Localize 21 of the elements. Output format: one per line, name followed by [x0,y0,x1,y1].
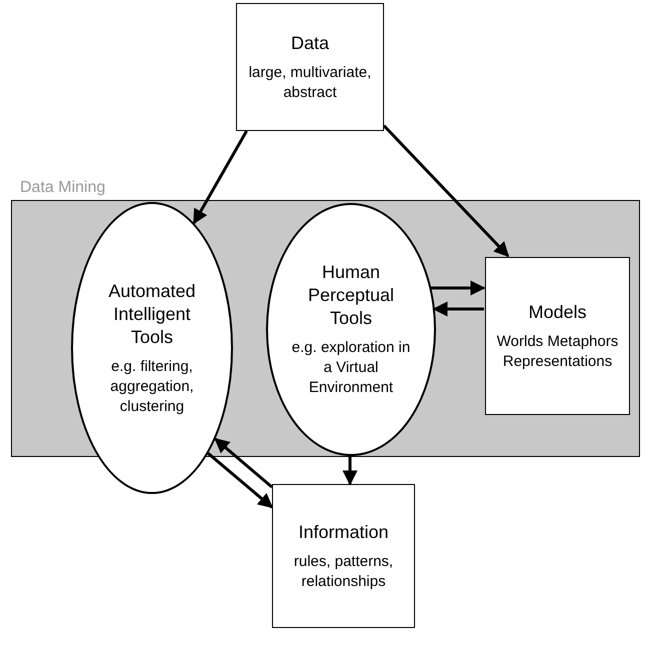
process-box [485,257,630,415]
process-box [236,3,384,131]
arrow [342,455,358,486]
node-title: Human Perceptual Tools [306,261,396,330]
node-title: Information [298,520,389,544]
arrow [382,124,510,258]
node-description: large, multivariate, abstract [248,62,372,102]
node-title: Automated Intelligent Tools [107,280,197,348]
node-title: Models [528,300,587,324]
node-description: e.g. exploration in a Virtual Environment [290,338,412,398]
arrow [430,280,486,296]
node-description: Worlds Metaphors Representations [496,332,620,372]
process-box [272,484,415,628]
node-description: rules, patterns, relationships [292,552,394,592]
arrow [207,452,274,508]
arrow [214,438,273,488]
region-label: Data Mining [20,178,106,198]
arrow [192,130,248,224]
arrow [432,302,484,316]
node-title: Data [290,32,330,54]
node-description: e.g. filtering, aggregation, clustering [109,356,195,416]
